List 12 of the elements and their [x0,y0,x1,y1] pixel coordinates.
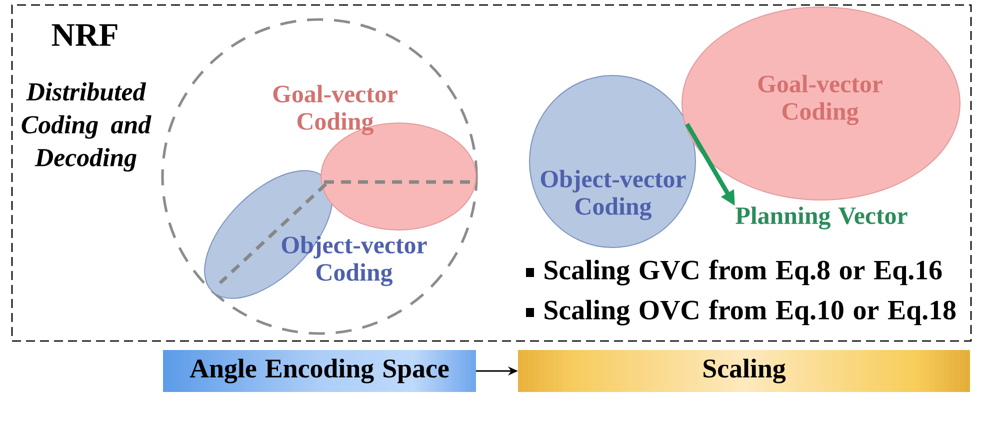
node-label: Angle Encoding Space [190,358,449,384]
node-label: Scaling [704,358,786,384]
list-item: Scaling OVC from Eq.10 or Eq.18 [544,300,956,326]
ellipse-region: Object-vector Coding [529,75,696,248]
vector-label: Planning Vector [736,206,908,230]
dashed-circle [161,18,478,335]
panel-label: Distributed Coding and Decoding [22,82,152,172]
stage-box: Angle Encoding Space [163,350,476,392]
panel-title: NRF [52,24,118,46]
list-item: Scaling GVC from Eq.8 or Eq.16 [544,260,942,286]
stage-box: Scaling [518,350,970,392]
region-label: Goal-vector Coding [273,84,398,136]
